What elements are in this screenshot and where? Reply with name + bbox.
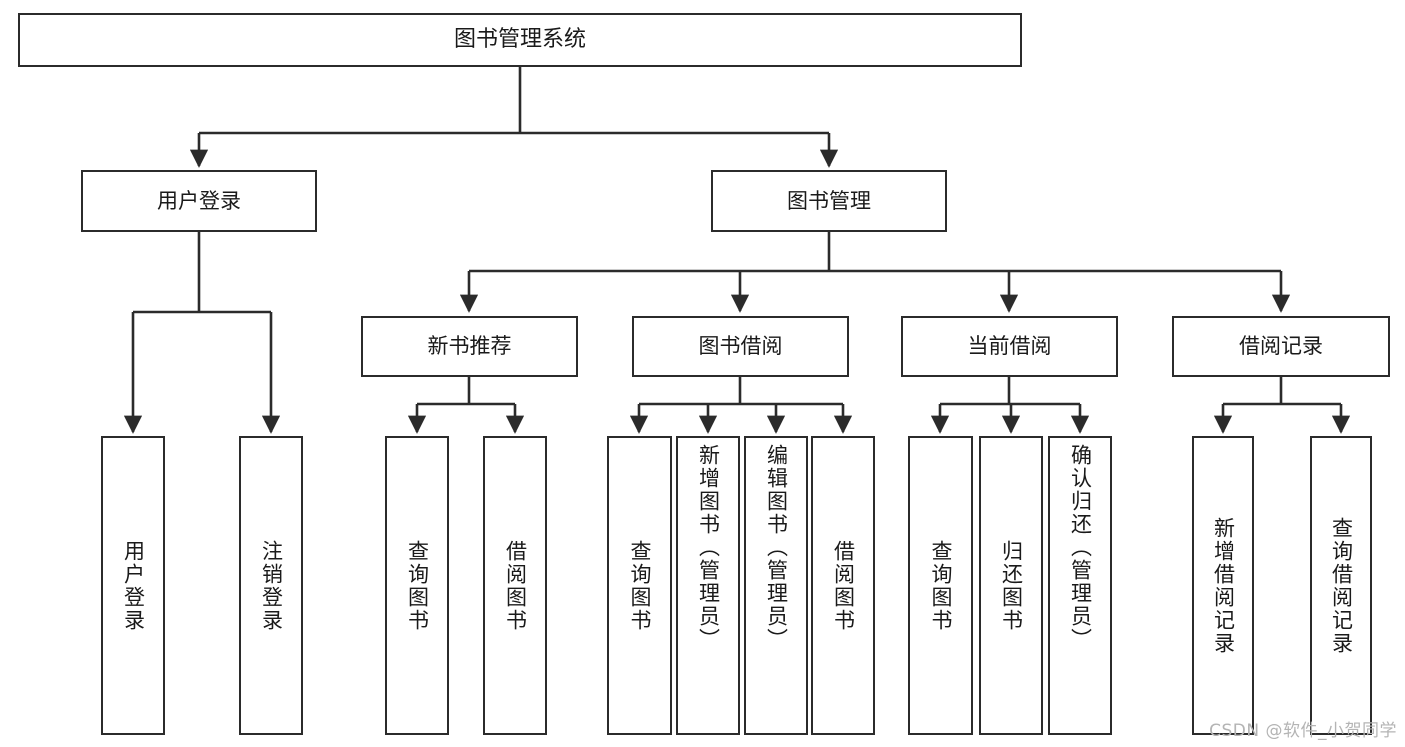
node-leaf-confirm-return[interactable]: 确认归还（管理员） [1048,436,1112,735]
node-book-borrow[interactable]: 图书借阅 [632,316,849,377]
node-leaf-confirm-return-label: 确认归还（管理员） [1068,444,1093,651]
node-leaf-borrow-book-2-label: 借阅图书 [831,539,856,632]
node-borrow-record[interactable]: 借阅记录 [1172,316,1390,377]
node-book-manage[interactable]: 图书管理 [711,170,947,232]
node-leaf-query-book-3-label: 查询图书 [929,539,953,632]
node-borrow-record-label: 借阅记录 [1239,334,1323,359]
node-leaf-query-record[interactable]: 查询借阅记录 [1310,436,1372,735]
csdn-watermark: CSDN @软件_小贺同学 [1209,721,1397,741]
node-new-book-rec-label: 新书推荐 [427,334,512,359]
node-new-book-rec[interactable]: 新书推荐 [361,316,578,377]
node-user-login-label: 用户登录 [157,188,241,213]
node-book-manage-label: 图书管理 [787,188,871,213]
node-leaf-borrow-book-1-label: 借阅图书 [503,539,528,632]
node-leaf-query-book-3[interactable]: 查询图书 [908,436,973,735]
node-leaf-edit-book-label: 编辑图书（管理员） [764,444,789,651]
node-book-borrow-label: 图书借阅 [698,334,783,359]
node-root-label: 图书管理系统 [453,27,586,53]
node-current-borrow-label: 当前借阅 [967,334,1052,359]
node-leaf-logout[interactable]: 注销登录 [239,436,303,735]
node-leaf-add-book[interactable]: 新增图书（管理员） [676,436,740,735]
node-leaf-logout-label: 注销登录 [259,539,284,632]
node-root[interactable]: 图书管理系统 [18,13,1022,67]
node-leaf-add-record[interactable]: 新增借阅记录 [1192,436,1254,735]
node-user-login[interactable]: 用户登录 [81,170,317,232]
node-leaf-query-book-1[interactable]: 查询图书 [385,436,449,735]
node-leaf-borrow-book-1[interactable]: 借阅图书 [483,436,547,735]
node-leaf-borrow-book-2[interactable]: 借阅图书 [811,436,875,735]
node-leaf-user-login-label: 用户登录 [121,539,146,632]
node-leaf-query-record-label: 查询借阅记录 [1329,516,1354,655]
node-leaf-user-login[interactable]: 用户登录 [101,436,165,735]
node-leaf-add-record-label: 新增借阅记录 [1211,516,1236,655]
node-leaf-query-book-2[interactable]: 查询图书 [607,436,672,735]
node-current-borrow[interactable]: 当前借阅 [901,316,1118,377]
node-leaf-return-book-label: 归还图书 [999,539,1024,632]
node-leaf-edit-book[interactable]: 编辑图书（管理员） [744,436,808,735]
node-leaf-query-book-1-label: 查询图书 [405,539,430,632]
node-leaf-query-book-2-label: 查询图书 [628,539,652,632]
node-leaf-add-book-label: 新增图书（管理员） [696,444,721,651]
node-leaf-return-book[interactable]: 归还图书 [979,436,1043,735]
